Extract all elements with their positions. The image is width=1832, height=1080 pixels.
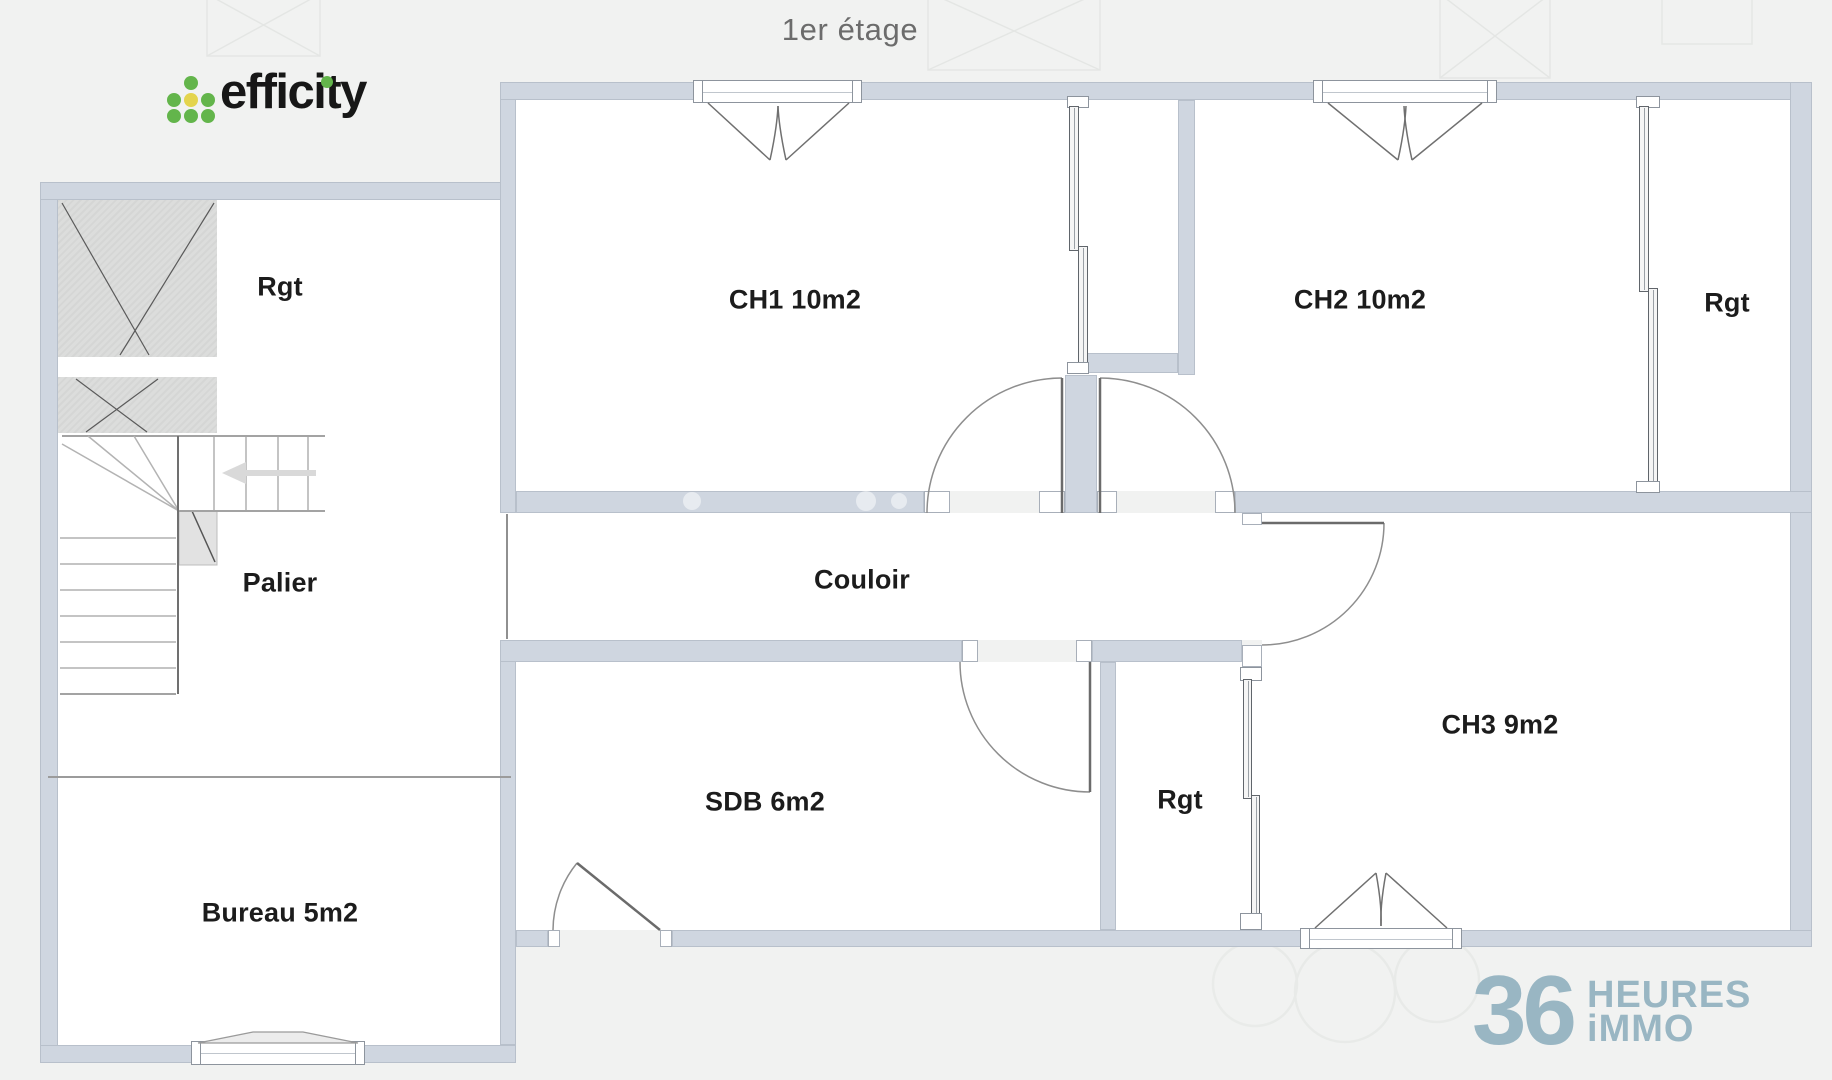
- room-label-palier: Palier: [242, 567, 318, 598]
- jamb-ch1-door-left: [924, 491, 950, 513]
- window-bureau-dormer-icon: [197, 1031, 359, 1044]
- wall-left-block-top: [40, 182, 516, 200]
- jamb-ch1-door-right: [1039, 491, 1065, 513]
- door-sdb: [959, 661, 1092, 793]
- jamb-sdb-door-right: [1076, 640, 1092, 662]
- wall-top-outer-3: [1490, 82, 1812, 100]
- room-label-rgt-bottom: Rgt: [1157, 784, 1203, 815]
- window-ch1-casement-icon: [707, 102, 850, 161]
- sliding-door-ch3-cap-bottom: [1240, 913, 1262, 930]
- wall-sdb-rgt: [1100, 662, 1116, 930]
- wall-spine-upper: [500, 82, 516, 513]
- sloped-area-hatch: [61, 202, 215, 433]
- window-ch2-jamb-left: [1313, 80, 1323, 103]
- wall-corridor-top-2: [1235, 491, 1812, 513]
- window-bureau-jamb-left: [191, 1041, 201, 1065]
- window-ch2-jamb-right: [1487, 80, 1497, 103]
- window-ch1-jamb-left: [693, 80, 703, 103]
- jamb-sdb-bottom-door-left: [548, 930, 560, 947]
- room-label-bureau: Bureau 5m2: [201, 897, 359, 928]
- floor-corridor: [500, 513, 1262, 640]
- jamb-sdb-door-left: [962, 640, 978, 662]
- wall-right-outer: [1790, 82, 1812, 947]
- sliding-door-niche-cap-bottom: [1067, 362, 1089, 374]
- sliding-door-ch3-panel-1: [1243, 679, 1252, 799]
- watermark-remnants: [683, 491, 907, 511]
- window-ch2-casement-icon: [1327, 102, 1483, 161]
- sliding-door-rgt-right-panel-1: [1639, 106, 1649, 292]
- sloped-ceiling-area-palier: [58, 377, 217, 433]
- window-ch3-jamb-left: [1300, 928, 1310, 949]
- wall-niche-right: [1178, 100, 1195, 375]
- wall-stub-between-doors: [1065, 375, 1097, 513]
- room-label-ch2: CH2 10m2: [1293, 284, 1427, 315]
- heures-immo-number: 36: [1472, 955, 1577, 1065]
- wall-corridor-bottom-1: [500, 640, 962, 662]
- floor-bottom-block: [516, 662, 1262, 930]
- door-sdb-bottom: [552, 862, 661, 931]
- room-label-couloir: Couloir: [814, 564, 910, 595]
- wall-bottom-3: [1455, 930, 1812, 947]
- heures-immo-line1: HEURES: [1587, 974, 1752, 1016]
- efficity-logo: efficity: [162, 56, 392, 126]
- window-ch3-jamb-right: [1452, 928, 1462, 949]
- wall-left-outer: [40, 182, 58, 1063]
- room-label-rgt-top-left: Rgt: [257, 271, 303, 302]
- jamb-ch3-door-top: [1242, 513, 1262, 525]
- wall-bottom-2: [672, 930, 1305, 947]
- sliding-door-niche-panel-1: [1069, 106, 1079, 251]
- floor-ch3: [1262, 513, 1790, 930]
- window-ch1-jamb-right: [852, 80, 862, 103]
- wall-top-outer-1: [500, 82, 700, 100]
- page-title: 1er étage: [781, 12, 919, 47]
- wall-spine-lower: [500, 645, 516, 1045]
- jamb-ch2-door-left: [1097, 491, 1117, 513]
- sloped-ceiling-area-rgt: [58, 200, 217, 357]
- heures-immo-line2: iMMO: [1587, 1008, 1695, 1050]
- efficity-green-dot-icon: [321, 76, 333, 88]
- floor-top-block: [516, 100, 1790, 491]
- door-ch1: [926, 377, 1064, 514]
- staircase: [60, 435, 325, 695]
- room-label-sdb: SDB 6m2: [705, 786, 825, 817]
- stair-direction-arrow-icon: [222, 462, 316, 484]
- efficity-wordmark: efficity: [220, 65, 367, 119]
- window-bureau-jamb-right: [355, 1041, 365, 1065]
- room-label-ch1: CH1 10m2: [728, 284, 862, 315]
- door-ch3: [1261, 521, 1385, 646]
- room-label-rgt-right: Rgt: [1704, 287, 1750, 318]
- jamb-sdb-bottom-door-right: [660, 930, 672, 947]
- efficity-dots-icon: [167, 76, 215, 123]
- room-label-ch3: CH3 9m2: [1441, 709, 1559, 740]
- wall-top-outer-2: [855, 82, 1320, 100]
- sliding-door-rgt-right-cap-bottom: [1636, 481, 1660, 493]
- jamb-ch3-door-bottom: [1242, 645, 1262, 667]
- wall-corridor-bottom-2: [1092, 640, 1242, 662]
- wall-niche-bottom: [1083, 353, 1178, 373]
- window-ch3-casement-icon: [1314, 872, 1448, 929]
- heures-immo-logo: 36 HEURES iMMO: [1472, 955, 1752, 1065]
- door-ch2: [1098, 377, 1236, 514]
- wall-corridor-top-1: [516, 491, 924, 513]
- wall-bottom-1: [516, 930, 548, 947]
